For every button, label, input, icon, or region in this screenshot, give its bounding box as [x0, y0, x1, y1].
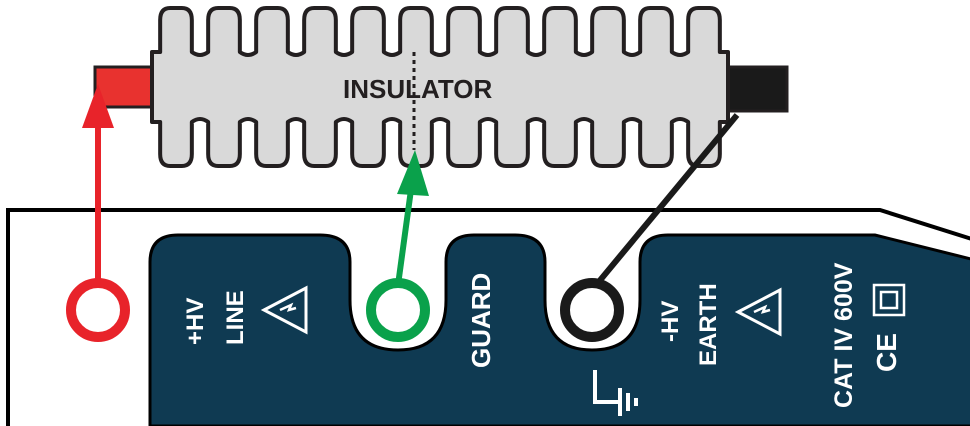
- cat-rating-label: CAT IV 600V: [830, 262, 858, 408]
- guard-label: GUARD: [466, 273, 496, 368]
- earth-ground-icon: [593, 370, 638, 416]
- wires: [82, 84, 740, 292]
- insulator-red-end: [93, 65, 157, 109]
- line-hv-label: +HV: [182, 298, 209, 345]
- high-voltage-warning-icon: [260, 285, 308, 335]
- green-arrowhead: [397, 150, 429, 196]
- insulator: INSULATOR: [93, 6, 789, 168]
- line-label-group: +HV LINE: [182, 290, 249, 345]
- insulator-label: INSULATOR: [343, 74, 492, 104]
- guard-terminal[interactable]: [366, 278, 430, 342]
- ce-mark: CE: [871, 333, 902, 372]
- high-voltage-warning-icon: [734, 287, 782, 337]
- insulator-black-end: [723, 65, 789, 113]
- faceplate-panel: [148, 233, 970, 426]
- red-arrowhead: [82, 84, 114, 128]
- double-square-icon: [872, 283, 906, 317]
- earth-name-label: EARTH: [695, 283, 722, 366]
- black-wire: [589, 113, 740, 292]
- earth-terminal[interactable]: [560, 278, 624, 342]
- line-name-label: LINE: [222, 290, 249, 345]
- line-terminal[interactable]: [66, 278, 130, 342]
- earth-hv-label: -HV: [657, 301, 684, 342]
